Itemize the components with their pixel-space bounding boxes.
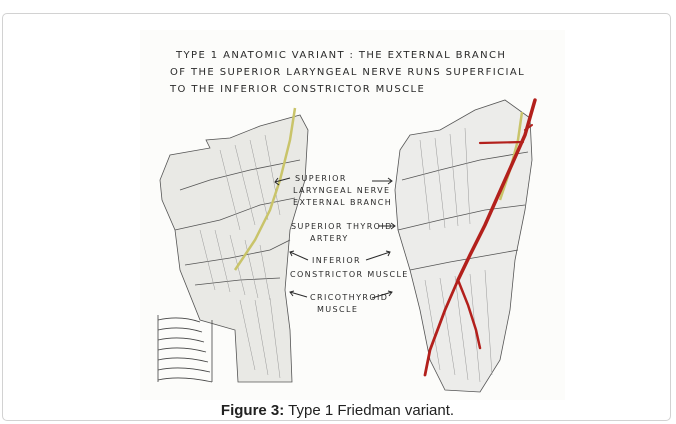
label-nerve-2: LARYNGEAL NERVE bbox=[293, 186, 390, 195]
title-line-2: OF THE SUPERIOR LARYNGEAL NERVE RUNS SUP… bbox=[170, 67, 525, 78]
caption-label: Figure 3: bbox=[221, 402, 284, 419]
label-cricothyroid-2: MUSCLE bbox=[317, 305, 358, 314]
label-artery-2: ARTERY bbox=[310, 234, 349, 243]
label-cricothyroid-1: CRICOTHYROID bbox=[310, 293, 388, 302]
label-artery-1: SUPERIOR THYROID bbox=[291, 222, 393, 231]
right-larynx-drawing bbox=[395, 100, 532, 392]
label-constrictor-2: CONSTRICTOR MUSCLE bbox=[290, 270, 409, 279]
title-line-1: TYPE 1 ANATOMIC VARIANT : THE EXTERNAL B… bbox=[175, 50, 506, 61]
anatomy-illustration: TYPE 1 ANATOMIC VARIANT : THE EXTERNAL B… bbox=[140, 30, 565, 400]
figure-caption: Figure 3: Type 1 Friedman variant. bbox=[3, 402, 672, 419]
label-nerve-3: EXTERNAL BRANCH bbox=[293, 198, 392, 207]
caption-text: Type 1 Friedman variant. bbox=[284, 402, 454, 419]
label-constrictor-1: INFERIOR bbox=[312, 256, 361, 265]
title-line-3: TO THE INFERIOR CONSTRICTOR MUSCLE bbox=[169, 84, 425, 95]
figure-card: TYPE 1 ANATOMIC VARIANT : THE EXTERNAL B… bbox=[2, 13, 671, 421]
label-nerve-1: SUPERIOR bbox=[295, 174, 347, 183]
